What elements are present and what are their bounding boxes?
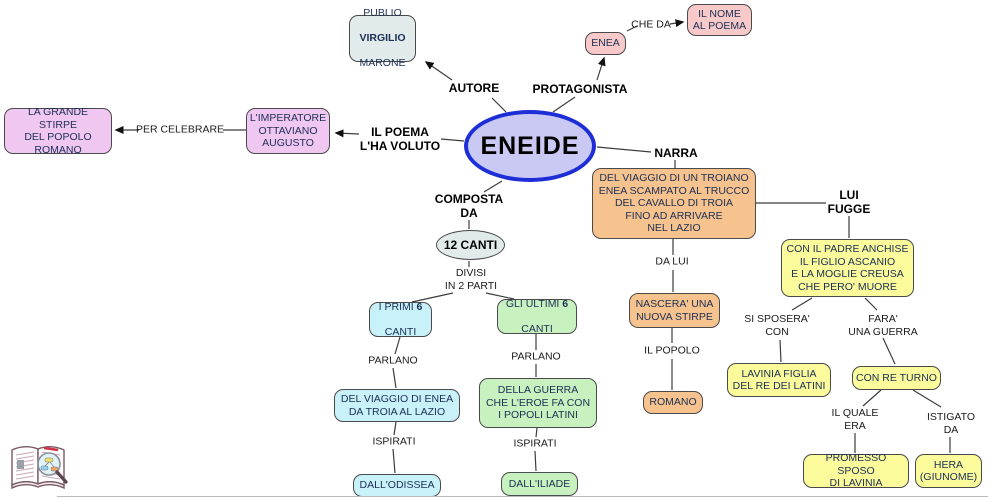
canvas-bottom-border <box>57 496 988 497</box>
arrow-protagonista-enea <box>596 56 606 81</box>
connector-label-parlano-2: PARLANO <box>511 350 561 363</box>
line-primi-parlano <box>394 336 401 355</box>
line-ispirati-iliade <box>534 450 537 472</box>
line-ispirati-odissea <box>392 448 396 474</box>
line-returno-istigato <box>912 389 942 408</box>
node-re-turno[interactable]: CON RE TURNO <box>852 366 941 390</box>
re-turno-label: CON RE TURNO <box>856 371 937 384</box>
publio-line3: MARONE <box>359 57 406 70</box>
connector-label-ispirati-1: ISPIRATI <box>372 435 416 448</box>
node-ultimi-6-canti[interactable]: GLI ULTIMI 6 CANTI <box>497 297 577 335</box>
connector-label-il-popolo: IL POPOLO <box>644 344 700 357</box>
connector-label-istigato: ISTIGATO DA <box>926 411 976 436</box>
guerra-eroe-label: DELLA GUERRA CHE L'EROE FA CON I POPOLI … <box>485 384 591 422</box>
node-lavinia[interactable]: LAVINIA FIGLIA DEL RE DEI LATINI <box>727 363 831 397</box>
connector-label-si-sposera: SI SPOSERA' CON <box>744 313 810 338</box>
arrow-autore-publio <box>424 61 453 81</box>
logo-book-magnifier <box>11 446 68 490</box>
node-imperatore-ottaviano-augusto[interactable]: L'IMPERATORE OTTAVIANO AUGUSTO <box>246 108 330 154</box>
connector-label-protagonista: PROTAGONISTA <box>532 82 628 96</box>
node-romano[interactable]: ROMANO <box>643 391 703 414</box>
connector-label-ispirati-2: ISPIRATI <box>513 437 557 450</box>
connector-label-il-poema: IL POEMA L'HA VOLUTO <box>359 125 441 153</box>
connector-label-parlano-1: PARLANO <box>368 354 418 367</box>
connector-label-autore: AUTORE <box>448 81 500 95</box>
line-divisi-ultimi <box>485 292 515 300</box>
ultimi-pre: GLI ULTIMI <box>505 297 560 310</box>
nascera-label: NASCERA' UNA NUOVA STIRPE <box>635 298 714 323</box>
primi-pre: I PRIMI <box>378 300 414 313</box>
lavinia-label: LAVINIA FIGLIA DEL RE DEI LATINI <box>732 367 826 393</box>
primi-line2: CANTI <box>384 325 417 338</box>
connector-label-da-lui: DA LUI <box>655 255 689 268</box>
line-sisposera-lavinia <box>779 339 782 363</box>
line-eneide-protagonista <box>552 96 576 113</box>
node-padre-anchise[interactable]: CON IL PADRE ANCHISE IL FIGLIO ASCANIO E… <box>781 239 914 297</box>
hera-label: HERA (GIUNOME) <box>919 458 978 484</box>
node-odissea[interactable]: DALL'ODISSEA <box>353 474 441 497</box>
romano-label: ROMANO <box>649 396 697 409</box>
connector-label-fara: FARA' UNA GUERRA <box>848 313 918 338</box>
canti12-label: 12 CANTI <box>443 237 498 252</box>
node-hera-giunome[interactable]: HERA (GIUNOME) <box>915 454 982 488</box>
publio-line2: VIRGILIO <box>359 32 406 45</box>
node-publio-virgilio-marone[interactable]: PUBLIO VIRGILIO MARONE <box>349 7 416 69</box>
node-viaggio-enea-troia-lazio[interactable]: DEL VIAGGIO DI ENEA DA TROIA AL LAZIO <box>334 389 460 422</box>
stirpe-label: LA GRANDE STIRPE DEL POPOLO ROMANO <box>24 106 92 156</box>
node-enea[interactable]: ENEA <box>585 32 626 55</box>
enea-label: ENEA <box>591 37 620 50</box>
node-12-canti[interactable]: 12 CANTI <box>436 230 505 260</box>
ultimi-line2: CANTI <box>521 322 553 335</box>
node-nascera-nuova-stirpe[interactable]: NASCERA' UNA NUOVA STIRPE <box>629 293 720 328</box>
connector-label-lui-fugge: LUI FUGGE <box>827 188 871 216</box>
ultimi-num: 6 <box>562 297 569 310</box>
connector-label-che-da: CHE DA <box>631 18 671 31</box>
padre-anchise-label: CON IL PADRE ANCHISE IL FIGLIO ASCANIO E… <box>786 243 909 293</box>
line-eneide-composta <box>483 180 503 193</box>
connector-label-il-quale: IL QUALE ERA <box>831 407 879 432</box>
line-padre-fara <box>864 297 878 311</box>
connector-label-per-celebrare: PER CELEBRARE <box>135 123 225 136</box>
node-primi-6-canti[interactable]: I PRIMI 6 CANTI <box>369 300 432 338</box>
node-grande-stirpe-popolo-romano[interactable]: LA GRANDE STIRPE DEL POPOLO ROMANO <box>4 106 112 156</box>
viaggio-enea-label: DEL VIAGGIO DI ENEA DA TROIA AL LAZIO <box>340 393 454 418</box>
node-eneide-label: ENEIDE <box>480 131 580 160</box>
line-padre-sisposera <box>791 297 813 311</box>
line-eneide-ilpoema <box>440 138 465 142</box>
promesso-label: PROMESSO SPOSO DI LAVINIA <box>825 452 887 490</box>
node-iliade[interactable]: DALL'ILIADE <box>501 472 578 496</box>
iliade-label: DALL'ILIADE <box>508 477 571 490</box>
arrow-cheda-ilnome <box>669 19 685 28</box>
imperatore-label: L'IMPERATORE OTTAVIANO AUGUSTO <box>249 112 327 150</box>
line-guerra-ispirati <box>535 427 538 438</box>
il-nome-label: IL NOME AL POEMA <box>692 7 747 33</box>
node-promesso-sposo[interactable]: PROMESSO SPOSO DI LAVINIA <box>803 452 909 490</box>
line-enea-cheda <box>626 25 638 32</box>
node-guerra-eroe[interactable]: DELLA GUERRA CHE L'EROE FA CON I POPOLI … <box>479 378 597 428</box>
viaggio-troiano-label: DEL VIAGGIO DI UN TROIANO ENEA SCAMPATO … <box>598 172 750 235</box>
line-eneide-narra <box>596 146 652 153</box>
line-divisi-primi <box>411 292 454 303</box>
line-parlano-viaggioenea <box>392 367 397 389</box>
node-il-nome-al-poema[interactable]: IL NOME AL POEMA <box>687 4 752 36</box>
connector-label-composta-da: COMPOSTA DA <box>434 192 504 220</box>
line-eneide-autore <box>491 97 507 113</box>
publio-line1: PUBLIO <box>363 7 402 20</box>
odissea-label: DALL'ODISSEA <box>359 479 435 492</box>
line-fara-returno <box>882 337 896 365</box>
line-viaggioenea-ispirati <box>393 421 397 436</box>
node-viaggio-troiano[interactable]: DEL VIAGGIO DI UN TROIANO ENEA SCAMPATO … <box>592 168 756 239</box>
connector-label-narra: NARRA <box>654 146 698 160</box>
node-eneide[interactable]: ENEIDE <box>464 110 596 182</box>
line-returno-ilquale <box>862 389 882 407</box>
arrow-ilpoema-imperatore <box>334 129 360 138</box>
primi-num: 6 <box>416 300 423 313</box>
connector-label-divisi: DIVISI IN 2 PARTI <box>444 267 498 292</box>
